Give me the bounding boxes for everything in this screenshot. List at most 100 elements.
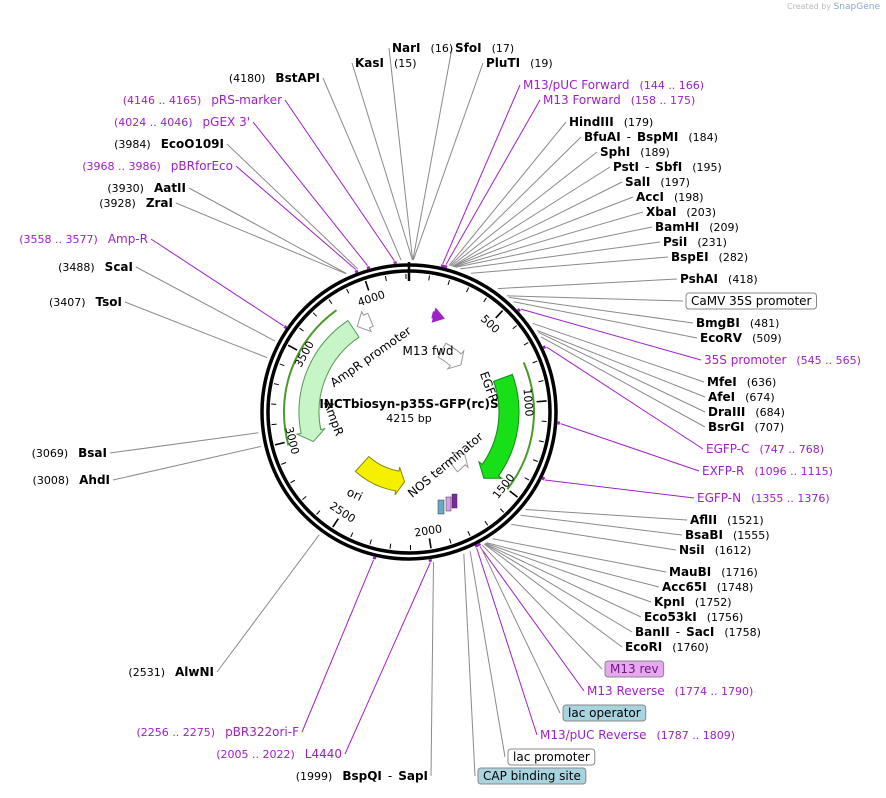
site-label-alwni: (2531)AlwNI	[128, 665, 214, 679]
site-position: (17)	[492, 42, 515, 55]
site-name: BfuAI	[584, 130, 621, 144]
site-label-text: KpnI(1752)	[654, 595, 731, 609]
site-name: XbaI	[646, 205, 676, 219]
site-label-text: EGFP-C(747 .. 768)	[706, 442, 824, 456]
site-name: EGFP-N	[697, 491, 741, 505]
leader-line	[135, 266, 275, 342]
tick-mark	[312, 312, 317, 317]
tick-mark	[512, 325, 517, 330]
site-label-text: 35S promoter(545 .. 565)	[704, 353, 861, 367]
tick-mark	[302, 496, 307, 500]
tick-mark	[364, 280, 370, 291]
site-position: (16)	[431, 42, 454, 55]
ampr-promoter-arrow	[356, 310, 374, 333]
plasmid-center-label: INCTbiosyn-p35S-GFP(rc)S 4215 bp	[319, 397, 498, 425]
leader-line	[188, 187, 347, 274]
site-position: (1612)	[715, 544, 752, 557]
site-position: (3069)	[32, 447, 69, 460]
site-label-afei: AfeI (674)	[708, 390, 775, 404]
site-label-text: DraIII(684)	[708, 405, 785, 419]
leader-line	[484, 543, 633, 633]
site-position: (481)	[750, 317, 780, 330]
site-label-cap-binding-site: CAP binding site	[477, 767, 587, 785]
box-label-text: lac promoter	[513, 750, 590, 764]
site-label-exfp-r: EXFP-R(1096 .. 1115)	[702, 464, 833, 478]
leader-line	[448, 121, 567, 266]
leader-line	[484, 543, 623, 648]
site-label-l4440: (2005 .. 2022)L4440	[216, 747, 342, 761]
site-label-text: BamHI(209)	[655, 220, 739, 234]
site-position: (1096 .. 1115)	[754, 465, 833, 478]
site-position: (2005 .. 2022)	[216, 748, 295, 761]
leader-line	[544, 479, 695, 499]
lac-operator-mark	[437, 499, 445, 515]
site-position: (1716)	[721, 566, 758, 579]
primer-mark	[372, 556, 377, 560]
site-name: ScaI	[105, 260, 133, 274]
box-label-frame	[477, 767, 587, 785]
site-position: (3928)	[99, 197, 136, 210]
site-position: (1774 .. 1790)	[675, 685, 754, 698]
site-label-bstapi: (4180)BstAPI	[229, 71, 320, 85]
egfp-arrow	[478, 373, 520, 479]
tick-mark	[495, 310, 504, 319]
site-label-35s-promoter: 35S promoter(545 .. 565)	[704, 353, 861, 367]
tick-mark	[274, 441, 285, 446]
site-position: (1760)	[672, 641, 709, 654]
site-name: EGFP-C	[706, 442, 749, 456]
site-name: Eco53kI	[644, 610, 697, 624]
primer-mark	[283, 325, 288, 330]
site-label-zrai: (3928) ZraI	[99, 196, 173, 210]
site-position: (179)	[624, 116, 654, 129]
site-label-text: (3008)AhdI	[33, 473, 110, 487]
site-name: pBRforEco	[171, 159, 233, 173]
map-feature-label-nos-terminator: NOS terminator	[405, 429, 486, 500]
site-name: Acc65I	[662, 580, 707, 594]
site-label-text: BsrGI(707)	[708, 420, 784, 434]
site-position: (674)	[745, 391, 775, 404]
tick-mark	[428, 275, 430, 281]
leader-line	[492, 538, 667, 573]
site-label-tsoi: (3407)TsoI	[49, 295, 122, 309]
leader-line	[150, 238, 284, 327]
leader-line	[484, 543, 642, 618]
tick-mark	[279, 363, 285, 367]
primer-mark	[354, 269, 359, 274]
site-label-text: XbaI(203)	[646, 205, 716, 219]
site-position: (1355 .. 1376)	[751, 492, 830, 505]
site-label-aatii: (3930)AatII	[107, 181, 186, 195]
site-label-kasi: KasI(15)	[355, 56, 417, 70]
tick-mark	[281, 462, 287, 465]
tick-mark	[449, 538, 452, 544]
site-name: SacI	[686, 625, 714, 639]
site-position: (4024 .. 4046)	[114, 116, 193, 129]
box-label-text: CaMV 35S promoter	[691, 294, 812, 308]
site-position: (4180)	[229, 72, 266, 85]
site-label-text: AfeI (674)	[708, 390, 775, 404]
site-label-text: (1999)BspQI-SapI	[296, 769, 428, 783]
leader-line	[532, 322, 705, 383]
site-label-xbai: XbaI(203)	[646, 205, 716, 219]
site-position: (15)	[394, 57, 417, 70]
site-position: (1521)	[727, 514, 764, 527]
leader-line	[124, 301, 268, 359]
site-label-draiii: DraIII(684)	[708, 405, 785, 419]
site-label-text: BanII-SacI(1758)	[635, 625, 761, 639]
leader-line	[430, 561, 434, 777]
site-label-text: M13 Forward(158 .. 175)	[543, 93, 695, 107]
site-name: SapI	[398, 769, 428, 783]
tick-mark	[447, 279, 451, 286]
site-name: ZraI	[146, 196, 173, 210]
site-position: (1758)	[724, 626, 761, 639]
tick-mark	[536, 400, 547, 403]
tick-label: 1000	[521, 388, 536, 417]
tick-mark	[523, 342, 529, 346]
primer-mark	[443, 264, 448, 269]
site-name: BmgBI	[696, 316, 740, 330]
primer-mark	[474, 544, 479, 548]
site-name: AfeI	[708, 390, 735, 404]
leader-line	[525, 509, 688, 521]
site-label-ecorv: EcoRV(509)	[700, 331, 782, 345]
leader-line	[252, 121, 368, 267]
site-label-text: PshAI(418)	[680, 272, 758, 286]
